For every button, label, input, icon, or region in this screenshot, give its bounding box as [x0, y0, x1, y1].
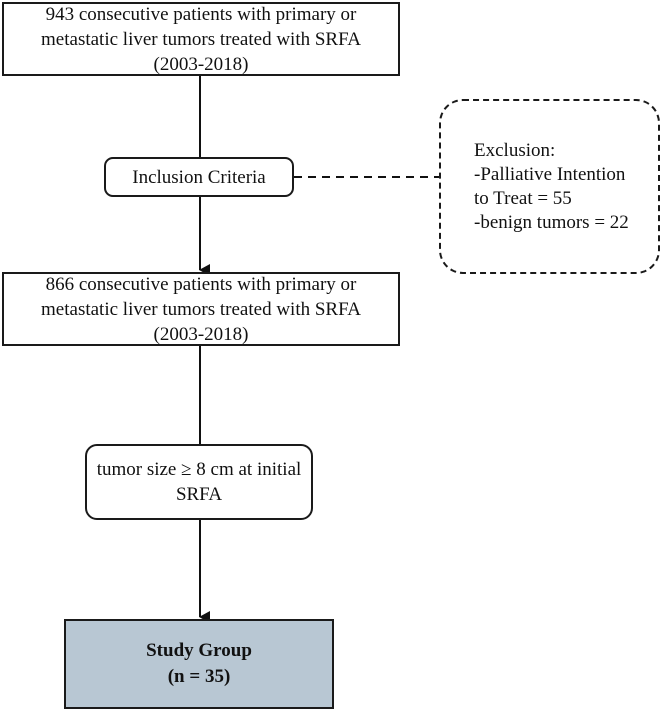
exclusion-box: Exclusion: -Palliative Intention to Trea… [439, 99, 660, 274]
initial-cohort-line-3: (2003-2018) [153, 53, 249, 75]
tumor-size-criteria-box: tumor size ≥ 8 cm at initial SRFA [85, 444, 313, 520]
initial-cohort-line-2: metastatic liver tumors treated with SRF… [41, 28, 361, 50]
tumor-size-line-1: tumor size ≥ 8 cm at initial [96, 459, 302, 480]
inclusion-criteria-label: Inclusion Criteria [132, 166, 266, 188]
study-group-title: Study Group [146, 640, 252, 661]
eligible-cohort-box: 866 consecutive patients with primary or… [2, 272, 400, 346]
initial-cohort-box: 943 consecutive patients with primary or… [2, 2, 400, 76]
eligible-cohort-line-2: metastatic liver tumors treated with SRF… [41, 298, 361, 320]
eligible-cohort-line-1: 866 consecutive patients with primary or [45, 273, 357, 295]
exclusion-line-3: to Treat = 55 [474, 187, 572, 209]
inclusion-criteria-box: Inclusion Criteria [104, 157, 294, 197]
study-group-box: Study Group (n = 35) [64, 619, 334, 709]
exclusion-line-1: Exclusion: [474, 139, 556, 161]
tumor-size-line-2: SRFA [175, 484, 223, 505]
exclusion-line-2: -Palliative Intention [474, 163, 626, 185]
initial-cohort-line-1: 943 consecutive patients with primary or [45, 3, 357, 25]
exclusion-line-4: -benign tumors = 22 [474, 211, 629, 233]
eligible-cohort-line-3: (2003-2018) [153, 323, 249, 345]
study-group-count: (n = 35) [167, 666, 231, 687]
